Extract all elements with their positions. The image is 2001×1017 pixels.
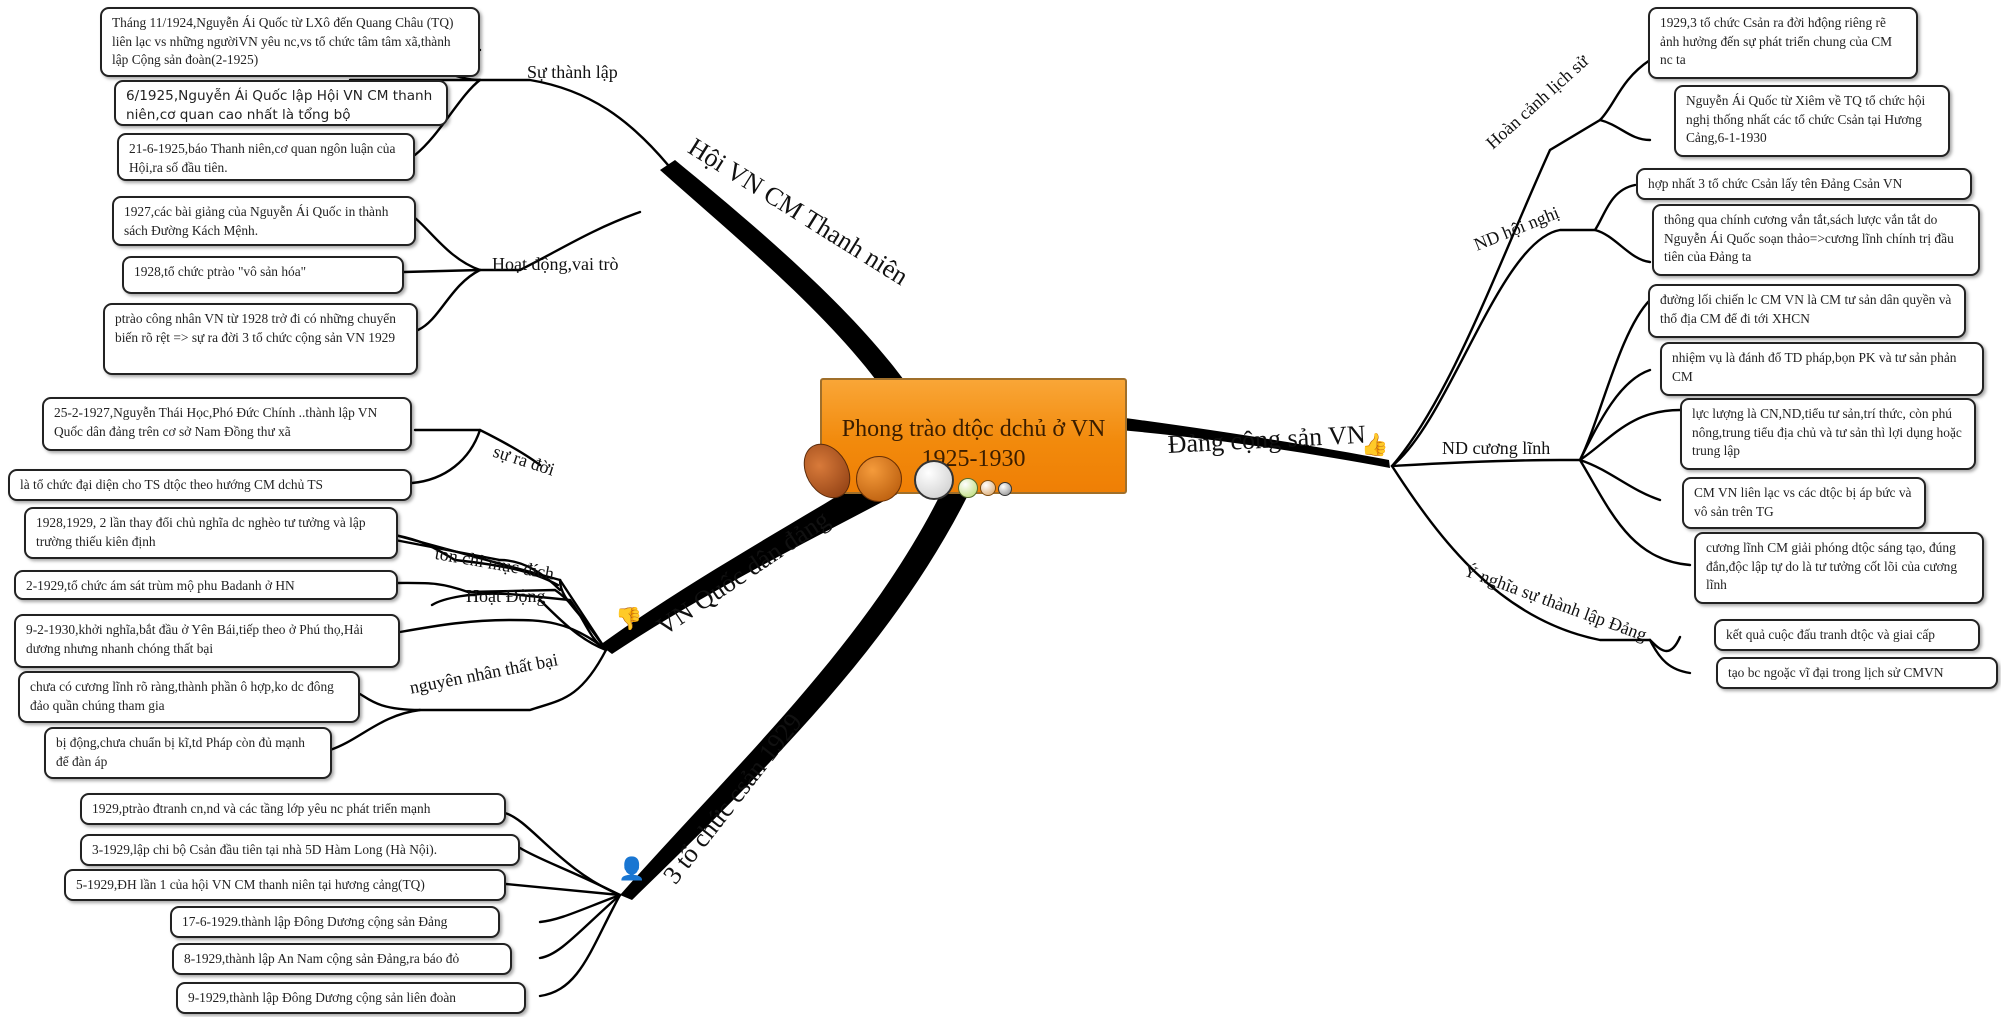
leaf-dang-11[interactable]: tạo bc ngoặc vĩ đại trong lịch sử CMVN xyxy=(1716,657,1998,689)
leaf-hoi-4[interactable]: 1927,các bài giảng của Nguyễn Ái Quốc in… xyxy=(112,196,416,246)
leaf-tochuc-2[interactable]: 3-1929,lập chi bộ Csản đầu tiên tại nhà … xyxy=(80,834,520,866)
leaf-tochuc-5[interactable]: 8-1929,thành lập An Nam cộng sản Đảng,ra… xyxy=(172,943,512,975)
leaf-vnqdd-6[interactable]: chưa có cương lĩnh rõ ràng,thành phần ô … xyxy=(18,671,360,723)
leaf-dang-1[interactable]: 1929,3 tổ chức Csản ra đời hđộng riêng r… xyxy=(1648,7,1918,79)
leaf-hoi-6[interactable]: ptrào công nhân VN từ 1928 trở đi có nhữ… xyxy=(103,303,418,375)
leaf-dang-5[interactable]: đường lối chiến lc CM VN là CM tư sản dâ… xyxy=(1648,284,1966,338)
central-topic-node[interactable]: Phong trào dtộc dchủ ở VN 1925-1930 xyxy=(794,378,1127,507)
leaf-tochuc-3[interactable]: 5-1929,ĐH lần 1 của hội VN CM thanh niên… xyxy=(64,869,506,901)
leaf-hoi-1[interactable]: Tháng 11/1924,Nguyễn Ái Quốc từ LXô đến … xyxy=(100,7,480,77)
leaf-hoi-3[interactable]: 21-6-1925,báo Thanh niên,cơ quan ngôn lu… xyxy=(117,133,415,181)
leaf-vnqdd-7[interactable]: bị động,chưa chuẩn bị kĩ,td Pháp còn đủ … xyxy=(44,727,332,779)
branch-connector-vnqdd xyxy=(600,470,905,654)
leaf-dang-4[interactable]: thông qua chính cương vắn tắt,sách lược … xyxy=(1652,204,1980,276)
leaf-dang-3[interactable]: hợp nhất 3 tổ chức Csản lấy tên Đảng Csả… xyxy=(1636,168,1972,200)
leaf-dang-6[interactable]: nhiệm vụ là đánh đổ TD pháp,bọn PK và tư… xyxy=(1660,342,1984,396)
leaf-dang-2[interactable]: Nguyễn Ái Quốc từ Xiêm về TQ tổ chức hội… xyxy=(1674,85,1950,157)
topic-hoat-dong[interactable]: Hoạt Động xyxy=(466,586,546,606)
leaf-dang-7[interactable]: lực lượng là CN,ND,tiểu tư sản,trí thức,… xyxy=(1680,398,1976,470)
leaf-tochuc-4[interactable]: 17-6-1929.thành lập Đông Dương cộng sản … xyxy=(170,906,500,938)
branch-connector-tochuc xyxy=(620,485,968,900)
leaf-tochuc-1[interactable]: 1929,ptrào đtranh cn,nd và các tầng lớp … xyxy=(80,793,506,825)
leaf-dang-9[interactable]: cương lĩnh CM giải phóng dtộc sáng tạo, … xyxy=(1694,532,1984,604)
leaf-vnqdd-1[interactable]: 25-2-1927,Nguyễn Thái Học,Phó Đức Chính … xyxy=(42,397,412,451)
thumbs-down-icon: 👎 xyxy=(615,606,643,631)
leaf-vnqdd-5[interactable]: 9-2-1930,khởi nghĩa,bắt đầu ở Yên Bái,ti… xyxy=(14,614,400,668)
topic-hoat-dong-vai-tro[interactable]: Hoạt động,vai trò xyxy=(492,254,619,274)
leaf-dang-10[interactable]: kết quả cuộc đấu tranh dtộc và giai cấp xyxy=(1714,619,1980,651)
person-icon: 👤 xyxy=(618,856,646,881)
leaf-vnqdd-3[interactable]: 1928,1929, 2 lần thay đổi chủ nghĩa dc n… xyxy=(24,507,398,559)
leaf-hoi-5[interactable]: 1928,tổ chức ptrào "vô sản hóa" xyxy=(122,256,404,294)
leaf-dang-8[interactable]: CM VN liên lạc vs các dtộc bị áp bức và … xyxy=(1682,477,1926,529)
topic-su-thanh-lap[interactable]: Sự thành lập xyxy=(527,62,618,82)
leaf-tochuc-6[interactable]: 9-1929,thành lập Đông Dương cộng sản liê… xyxy=(176,982,526,1014)
leaf-vnqdd-4[interactable]: 2-1929,tổ chức ám sát trùm mộ phu Badanh… xyxy=(14,570,398,600)
leaf-vnqdd-2[interactable]: là tổ chức đại diện cho TS dtộc theo hướ… xyxy=(8,469,412,501)
branch-connector-hoi xyxy=(660,160,930,425)
leaf-hoi-2[interactable]: 6/1925,Nguyễn Ái Quốc lập Hội VN CM than… xyxy=(114,80,448,126)
branch-connector-dang xyxy=(1120,418,1390,468)
thumbs-up-icon: 👍 xyxy=(1361,432,1389,457)
topic-nd-cuong-linh[interactable]: ND cương lĩnh xyxy=(1442,438,1551,458)
